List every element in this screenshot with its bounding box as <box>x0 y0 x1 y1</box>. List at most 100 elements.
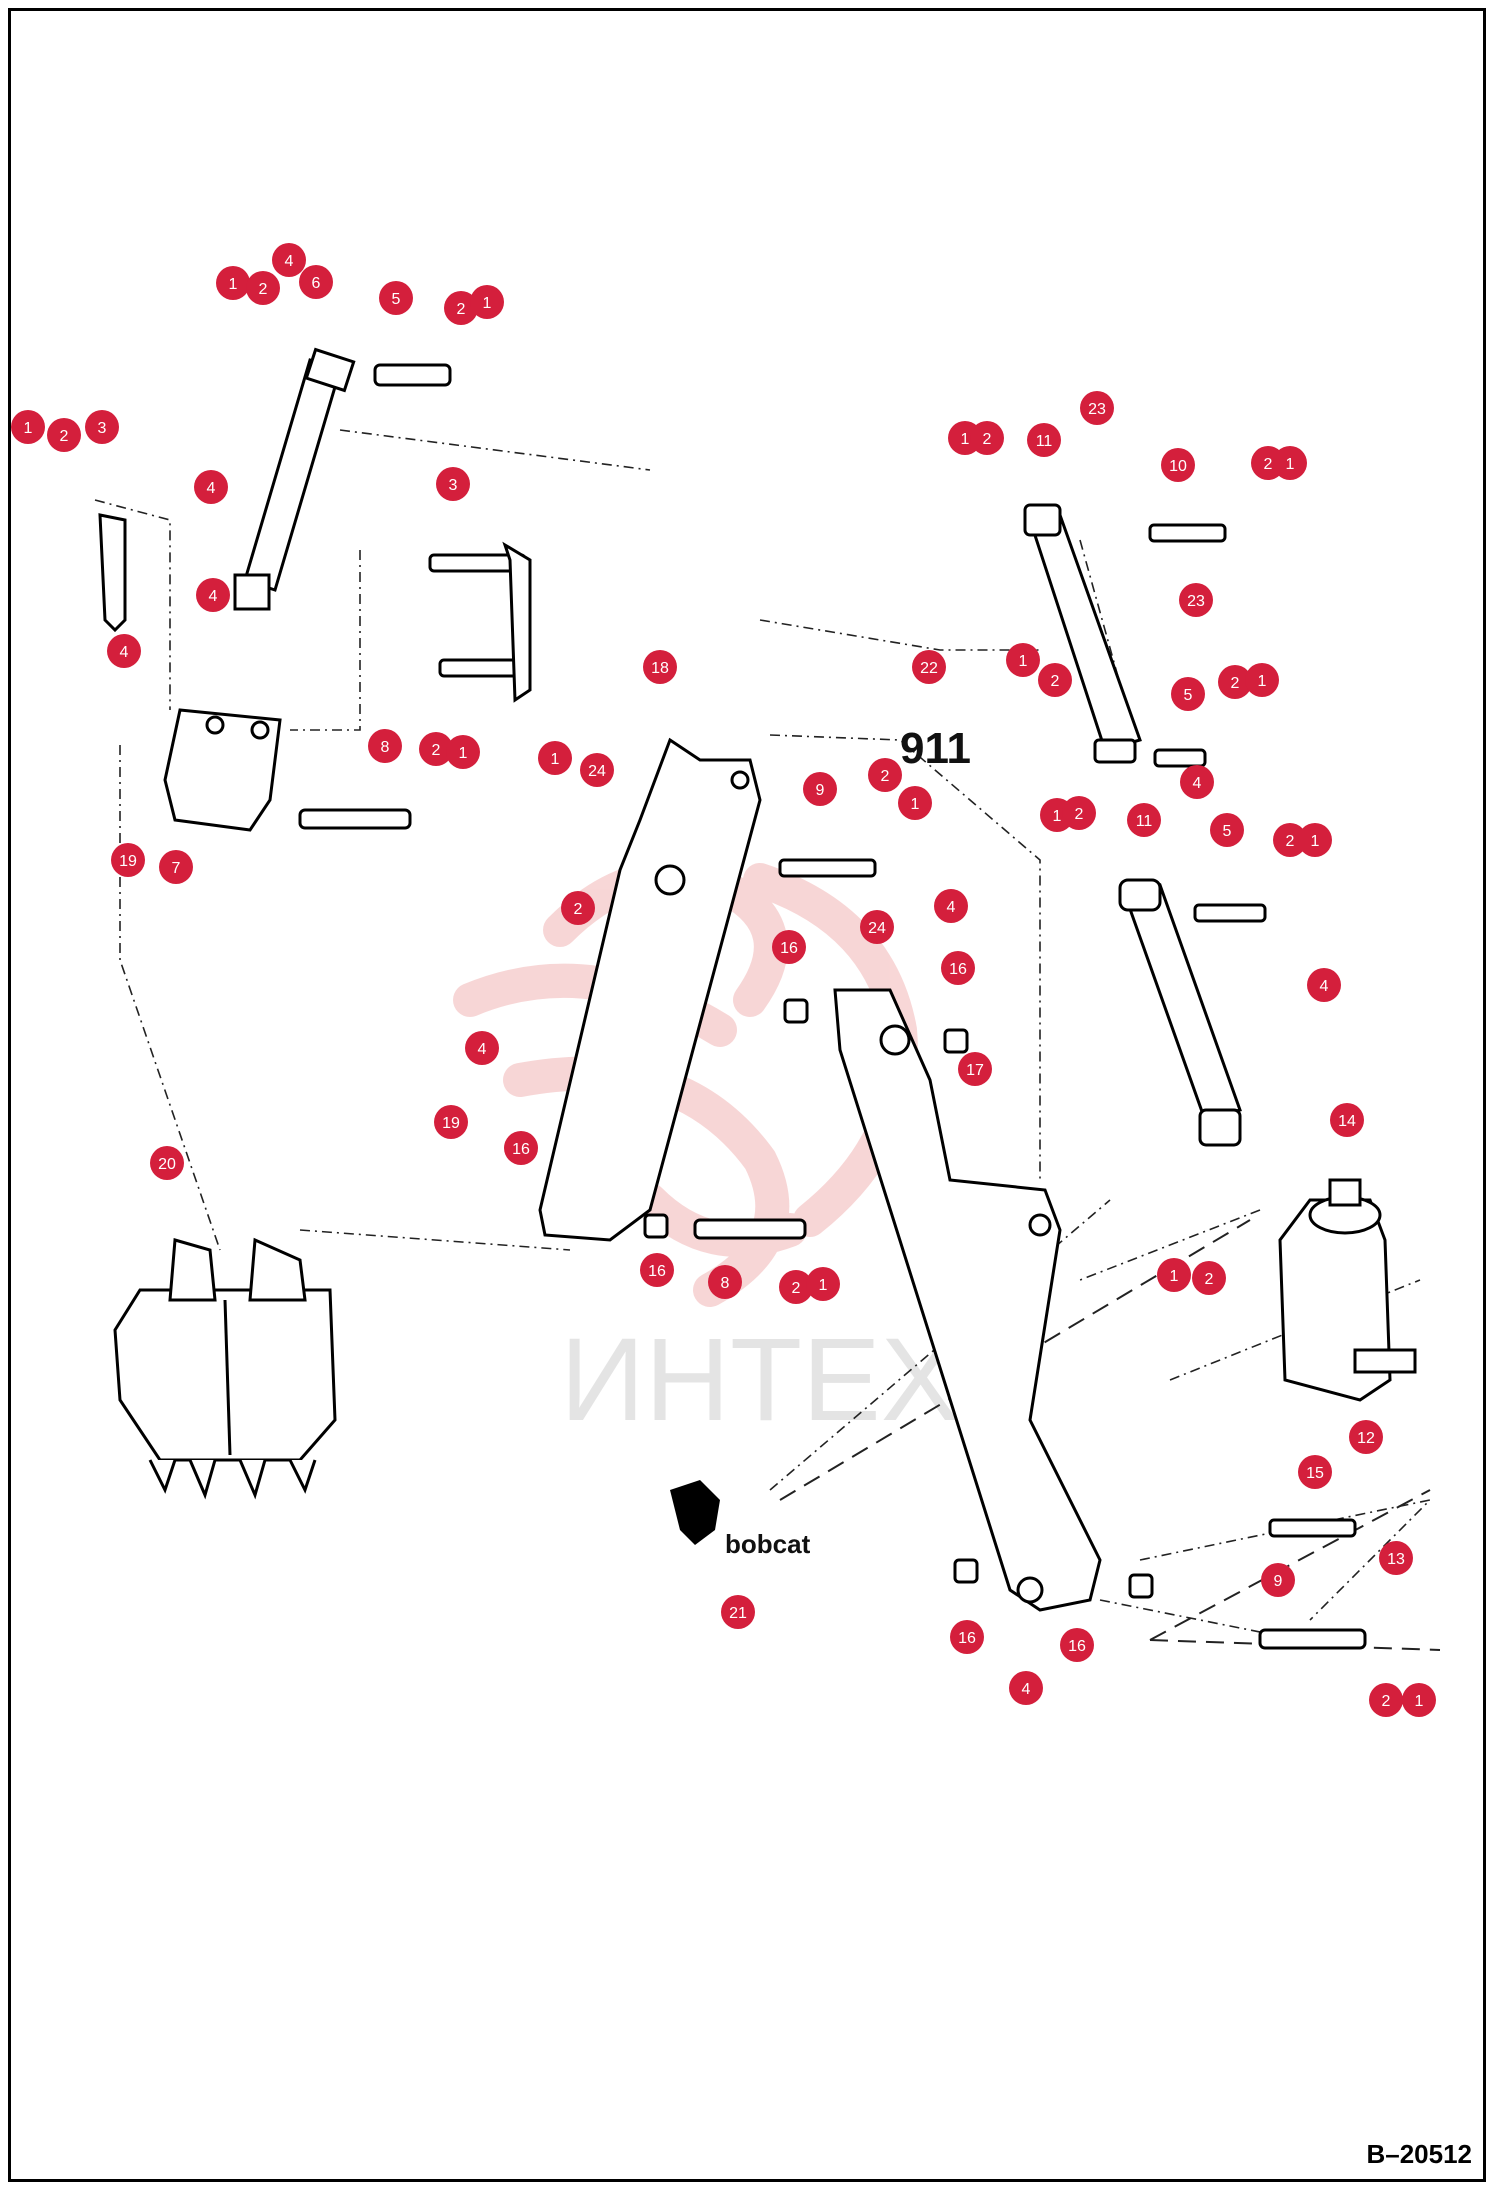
callout-2: 2 <box>970 421 1004 455</box>
callout-number: 9 <box>1274 1573 1283 1590</box>
callout-number: 16 <box>949 961 967 978</box>
callout-number: 15 <box>1306 1465 1324 1482</box>
callout-16: 16 <box>504 1131 538 1165</box>
callout-23: 23 <box>1179 583 1213 617</box>
callout-number: 21 <box>729 1605 747 1622</box>
callout-number: 7 <box>172 860 181 877</box>
callout-2: 2 <box>779 1270 813 1304</box>
callout-4: 4 <box>196 578 230 612</box>
callout-number: 19 <box>442 1115 460 1132</box>
callout-1: 1 <box>538 741 572 775</box>
callout-marker <box>1330 1103 1364 1137</box>
callout-number: 1 <box>819 1277 828 1294</box>
callout-19: 19 <box>434 1105 468 1139</box>
callout-1: 1 <box>446 735 480 769</box>
callout-number: 4 <box>1320 978 1329 995</box>
callout-1: 1 <box>1006 643 1040 677</box>
callout-2: 2 <box>419 732 453 766</box>
callout-number: 4 <box>947 899 956 916</box>
callout-16: 16 <box>950 1620 984 1654</box>
callout-marker <box>436 467 470 501</box>
callout-marker <box>640 1253 674 1287</box>
callout-marker <box>538 741 572 775</box>
callout-marker <box>958 1052 992 1086</box>
callout-marker <box>779 1270 813 1304</box>
model-code: 911 <box>900 724 971 773</box>
callout-marker <box>47 418 81 452</box>
callout-marker <box>868 758 902 792</box>
callout-number: 2 <box>881 768 890 785</box>
callout-marker <box>107 634 141 668</box>
callout-marker <box>1245 663 1279 697</box>
callout-marker <box>1006 643 1040 677</box>
callout-marker <box>1349 1420 1383 1454</box>
callout-number: 2 <box>1286 833 1295 850</box>
callout-number: 14 <box>1338 1113 1356 1130</box>
callout-24: 24 <box>860 910 894 944</box>
callout-marker <box>970 421 1004 455</box>
callout-marker <box>1210 813 1244 847</box>
callout-marker <box>272 243 306 277</box>
callout-marker <box>1027 423 1061 457</box>
callout-marker <box>434 1105 468 1139</box>
callout-marker <box>1273 823 1307 857</box>
callout-15: 15 <box>1298 1455 1332 1489</box>
callout-number: 5 <box>1184 687 1193 704</box>
callout-2: 2 <box>561 891 595 925</box>
callout-marker <box>379 281 413 315</box>
callout-number: 1 <box>961 431 970 448</box>
callout-6: 6 <box>299 265 333 299</box>
callout-12: 12 <box>1349 1420 1383 1454</box>
callout-4: 4 <box>1180 765 1214 799</box>
callout-marker <box>1171 677 1205 711</box>
callout-19: 19 <box>111 843 145 877</box>
callout-marker <box>1307 968 1341 1002</box>
callout-marker <box>504 1131 538 1165</box>
callout-number: 10 <box>1169 458 1187 475</box>
callout-marker <box>419 732 453 766</box>
callout-3: 3 <box>85 410 119 444</box>
callout-number: 2 <box>259 281 268 298</box>
lower-pins <box>953 1518 1367 1650</box>
callout-number: 16 <box>648 1263 666 1280</box>
callout-marker <box>898 786 932 820</box>
callout-marker <box>194 470 228 504</box>
callout-2: 2 <box>1038 663 1072 697</box>
callout-4: 4 <box>272 243 306 277</box>
callout-2: 2 <box>1273 823 1307 857</box>
callout-number: 23 <box>1088 401 1106 418</box>
callout-marker <box>643 650 677 684</box>
callout-1: 1 <box>1298 823 1332 857</box>
callout-number: 2 <box>1205 1271 1214 1288</box>
callout-marker <box>1157 1258 1191 1292</box>
callout-marker <box>580 753 614 787</box>
callout-marker <box>721 1595 755 1629</box>
callout-marker <box>1402 1683 1436 1717</box>
callout-marker <box>803 772 837 806</box>
callout-11: 11 <box>1127 803 1161 837</box>
callout-marker <box>1273 446 1307 480</box>
callout-marker <box>1369 1683 1403 1717</box>
callout-3: 3 <box>436 467 470 501</box>
boom <box>833 988 1102 1612</box>
callout-number: 22 <box>920 660 938 677</box>
callout-14: 14 <box>1330 1103 1364 1137</box>
pin-5-top <box>373 363 452 387</box>
swing-frame <box>1278 1178 1417 1402</box>
callout-marker <box>806 1267 840 1301</box>
callout-number: 13 <box>1387 1551 1405 1568</box>
callout-4: 4 <box>1307 968 1341 1002</box>
link-3 <box>98 513 127 633</box>
callout-10: 10 <box>1161 448 1195 482</box>
callout-number: 2 <box>574 901 583 918</box>
callout-4: 4 <box>107 634 141 668</box>
callout-marker <box>950 1620 984 1654</box>
callout-marker <box>708 1265 742 1299</box>
callout-1: 1 <box>1273 446 1307 480</box>
callout-marker <box>934 889 968 923</box>
link-assembly <box>428 541 532 703</box>
bucket-cylinder <box>233 347 356 611</box>
callout-24: 24 <box>580 753 614 787</box>
callout-number: 2 <box>60 428 69 445</box>
